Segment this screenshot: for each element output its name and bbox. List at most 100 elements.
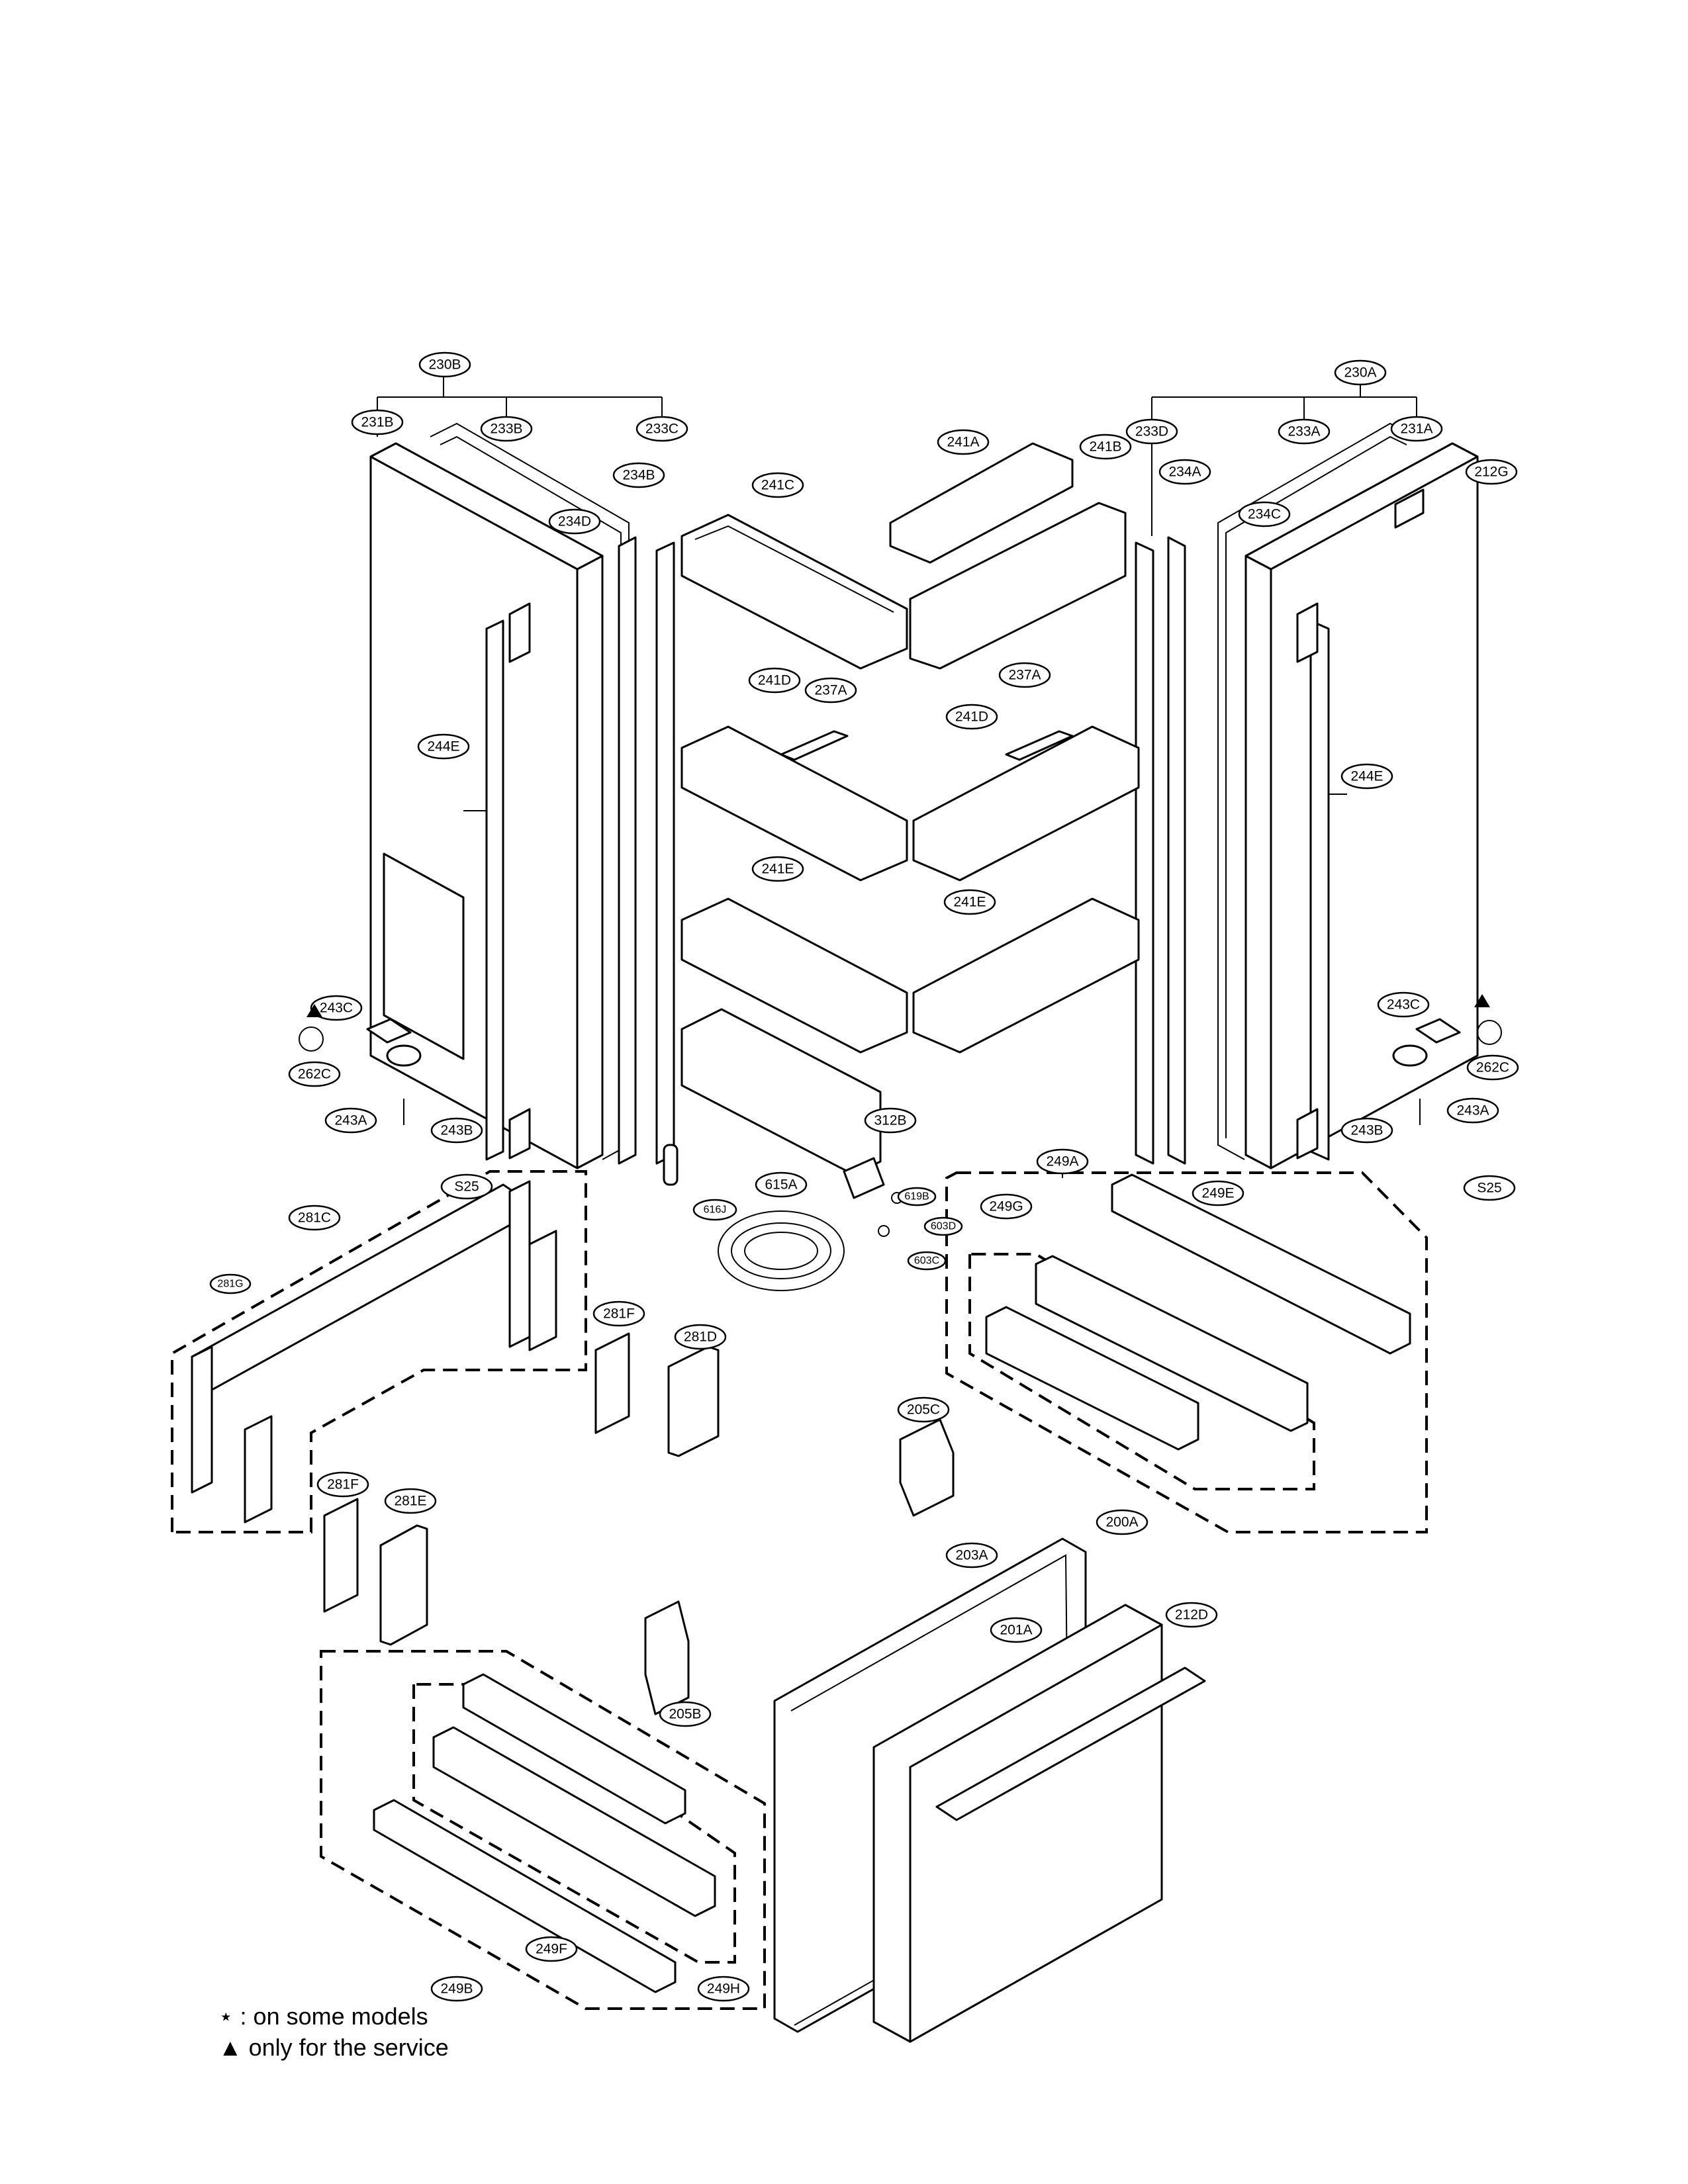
svg-text:233B: 233B (490, 422, 522, 437)
svg-text:249E: 249E (1201, 1186, 1234, 1201)
svg-text:281E: 281E (394, 1494, 426, 1509)
callout-281D: 281D (674, 1324, 727, 1350)
callout-201A: 201A (990, 1617, 1043, 1643)
callout-labels: 230B 231B 233B 233C 234B 234D 230A 233D … (209, 351, 1519, 2002)
callout-233D: 233D (1125, 418, 1178, 445)
svg-text:249F: 249F (536, 1942, 567, 1957)
svg-text:212D: 212D (1175, 1608, 1208, 1623)
callout-262C-left: 262C (288, 1061, 341, 1087)
svg-text:200A: 200A (1105, 1515, 1138, 1530)
svg-text:233A: 233A (1288, 424, 1320, 439)
callout-S25-left: S25 (440, 1173, 493, 1200)
svg-text:233C: 233C (645, 422, 679, 437)
callout-205C: 205C (897, 1396, 950, 1423)
svg-text:230B: 230B (428, 357, 461, 373)
callout-619B: 619B (897, 1187, 937, 1206)
svg-text:619B: 619B (904, 1191, 929, 1203)
callout-S25-right: S25 (1463, 1175, 1516, 1201)
svg-text:243B: 243B (440, 1123, 473, 1138)
svg-text:241E: 241E (761, 862, 794, 877)
svg-text:249G: 249G (989, 1199, 1023, 1214)
svg-text:237A: 237A (814, 683, 847, 698)
svg-text:241A: 241A (947, 435, 979, 450)
svg-text:243A: 243A (334, 1113, 367, 1128)
callout-241D-left: 241D (748, 667, 801, 694)
svg-text:281F: 281F (603, 1306, 635, 1322)
service-triangle-right (1474, 994, 1490, 1007)
callout-603D: 603D (923, 1216, 963, 1236)
svg-text:281C: 281C (298, 1210, 331, 1226)
callout-230A: 230A (1334, 359, 1387, 386)
callout-249G: 249G (980, 1193, 1033, 1220)
svg-text:234A: 234A (1168, 465, 1201, 480)
callout-230B: 230B (418, 351, 471, 378)
svg-text:615A: 615A (765, 1177, 797, 1193)
callout-241D-right: 241D (945, 704, 998, 730)
svg-text:249H: 249H (707, 1981, 740, 1997)
svg-text:241D: 241D (758, 673, 791, 688)
svg-text:281G: 281G (217, 1279, 243, 1290)
callout-212G: 212G (1465, 459, 1518, 485)
svg-text:201A: 201A (1000, 1623, 1032, 1638)
callout-243B-right: 243B (1340, 1117, 1393, 1144)
callout-243B-left: 243B (430, 1117, 483, 1144)
callout-237A-left: 237A (804, 677, 857, 704)
callout-205B: 205B (659, 1701, 712, 1727)
callout-244E-left: 244E (417, 733, 470, 760)
callout-244E-right: 244E (1340, 763, 1393, 790)
callout-234B: 234B (612, 462, 665, 488)
callout-281F-lower: 281F (316, 1471, 369, 1498)
service-triangle-left (306, 1004, 322, 1017)
svg-text:230A: 230A (1344, 365, 1376, 381)
callout-603C: 603C (907, 1251, 947, 1271)
callout-234D: 234D (548, 508, 601, 535)
callout-243A-right: 243A (1446, 1097, 1499, 1124)
svg-text:262C: 262C (1476, 1060, 1509, 1075)
svg-text:234B: 234B (622, 468, 655, 483)
callout-241C: 241C (751, 472, 804, 498)
callout-233C: 233C (635, 416, 688, 442)
svg-text:241D: 241D (955, 709, 988, 725)
door-bins (680, 442, 1140, 1176)
callout-234A: 234A (1158, 459, 1211, 485)
svg-text:241E: 241E (953, 895, 986, 910)
svg-text:603D: 603D (931, 1221, 956, 1232)
callout-212D: 212D (1165, 1602, 1218, 1628)
svg-text:203A: 203A (955, 1548, 988, 1563)
left-door-assembly (369, 422, 675, 1169)
callout-237A-right: 237A (998, 662, 1051, 688)
hinge-hardware (299, 1018, 1502, 1291)
callout-249A: 249A (1036, 1148, 1089, 1175)
svg-text:616J: 616J (704, 1205, 727, 1216)
svg-text:231B: 231B (361, 415, 393, 430)
callout-241A: 241A (937, 429, 990, 455)
legend-service-only: ▲ only for the service (218, 2034, 449, 2061)
svg-text:231A: 231A (1400, 422, 1432, 437)
svg-text:205B: 205B (669, 1707, 701, 1722)
svg-text:243C: 243C (320, 1001, 353, 1016)
svg-text:241B: 241B (1089, 439, 1121, 455)
svg-text:205C: 205C (907, 1402, 940, 1418)
svg-text:281D: 281D (684, 1330, 717, 1345)
svg-text:244E: 244E (1350, 769, 1383, 784)
callout-616J: 616J (692, 1199, 737, 1221)
svg-text:281F: 281F (327, 1477, 359, 1492)
bottom-drawer (320, 1537, 1206, 2043)
callout-234C: 234C (1238, 501, 1291, 527)
callout-243C-left: 243C (310, 995, 363, 1021)
callout-281C: 281C (288, 1205, 341, 1231)
callout-203A: 203A (945, 1542, 998, 1569)
callout-615A: 615A (755, 1171, 808, 1198)
callout-243A-left: 243A (324, 1107, 377, 1134)
svg-text:S25: S25 (454, 1179, 479, 1195)
callout-281E: 281E (384, 1488, 437, 1514)
callout-312B: 312B (864, 1107, 917, 1134)
callout-243C-right: 243C (1377, 991, 1430, 1018)
callout-241B: 241B (1079, 433, 1132, 460)
callout-233A: 233A (1278, 418, 1331, 445)
svg-text:249B: 249B (440, 1981, 473, 1997)
svg-text:234D: 234D (558, 514, 591, 529)
callout-231A: 231A (1390, 416, 1443, 442)
svg-text:S25: S25 (1477, 1181, 1501, 1196)
